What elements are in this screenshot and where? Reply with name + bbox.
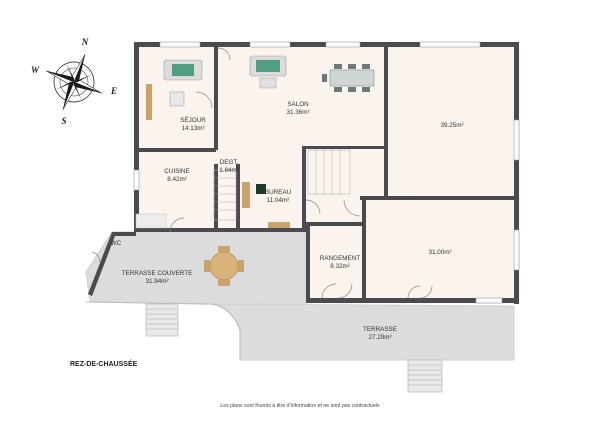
- room-label-cuisine: CUISINE: [164, 168, 190, 175]
- compass-east-label: E: [110, 86, 117, 96]
- room-label-terrasse: TERRASSE: [363, 326, 397, 333]
- room-area-sejour: 14.13m²: [181, 125, 204, 132]
- kitchen-counter: [135, 213, 167, 229]
- compass-north-label: N: [81, 37, 89, 47]
- level-title: REZ-DE-CHAUSSÉE: [70, 359, 138, 368]
- room-area-terrasse: 27.29m²: [368, 334, 391, 341]
- bureau-desk: [242, 182, 250, 208]
- room-area-rangement: 8.32m²: [330, 263, 350, 270]
- bureau-shelf: [268, 222, 290, 228]
- terrace-table: [204, 246, 244, 286]
- compass-west-label: W: [31, 65, 40, 75]
- disclaimer: Les plans sont fournis à titre d'informa…: [220, 403, 380, 409]
- compass-south-label: S: [61, 116, 66, 126]
- room-area-east-top: 39.25m²: [440, 122, 463, 129]
- room-area-east-bottom: 31.00m²: [428, 249, 451, 256]
- windows: [133, 41, 520, 304]
- room-label-bureau: BUREAU: [265, 189, 292, 196]
- room-label-terrasse-couverte: TERRASSE COUVERTE: [122, 270, 193, 277]
- furniture: [135, 55, 375, 286]
- room-label-salon: SALON: [287, 101, 309, 108]
- doors: [91, 47, 433, 299]
- room-label-rangement: RANGEMENT: [320, 255, 360, 262]
- sejour-shelf: [146, 84, 152, 120]
- room-area-salon: 31.36m²: [286, 109, 309, 116]
- terraces: [85, 231, 515, 361]
- salon-dining-table: [329, 69, 375, 87]
- room-area-terrasse-couverte: 31.94m²: [145, 278, 168, 285]
- room-area-bureau: 11.04m²: [267, 197, 290, 204]
- room-label-sejour: SÉJOUR: [180, 115, 206, 124]
- room-area-degt: 1.84m²: [219, 167, 239, 174]
- stairs: [213, 149, 351, 221]
- room-labels: SÉJOUR 14.13m² SALON 31.36m² 39.25m² CUI…: [111, 101, 464, 341]
- terrace-steps: [145, 303, 443, 393]
- room-label-degt: DEGT.: [220, 159, 239, 166]
- compass-rose-icon: [46, 54, 102, 110]
- room-area-cuisine: 8.42m²: [167, 176, 187, 183]
- room-label-wc: WC: [111, 240, 122, 247]
